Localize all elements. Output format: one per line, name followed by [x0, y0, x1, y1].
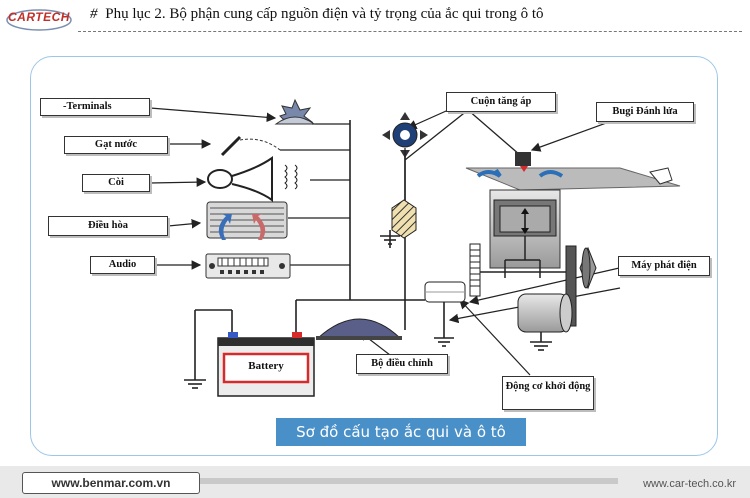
page-title: # Phụ lục 2. Bộ phận cung cấp nguồn điện…	[90, 6, 544, 23]
wiper-icon	[220, 135, 281, 157]
cartech-logo: CARTECH	[6, 6, 72, 32]
label-spark-plug: Bugi Đánh lửa	[596, 102, 694, 122]
battery-icon	[217, 332, 315, 397]
header-divider	[78, 31, 742, 32]
label-alternator: Máy phát điện	[618, 256, 710, 276]
aircon-icon	[206, 201, 288, 240]
alternator-icon	[517, 293, 573, 333]
audio-icon	[205, 253, 291, 279]
horn-icon	[207, 156, 298, 202]
distributor-icon	[382, 112, 428, 158]
page-title-text: Phụ lục 2. Bộ phận cung cấp nguồn điện v…	[105, 6, 544, 22]
label-aircon: Điều hòa	[48, 216, 168, 236]
terminals-icon	[274, 98, 316, 125]
hash-mark: #	[90, 6, 98, 22]
ignition-coil-icon	[391, 199, 417, 239]
ground-symbols	[184, 235, 552, 389]
footer-link-benmar[interactable]: www.benmar.com.vn	[22, 472, 200, 494]
pulley-icon	[565, 245, 597, 327]
label-regulator: Bộ điều chỉnh	[356, 354, 448, 374]
starter-motor-icon	[424, 281, 466, 303]
logo-text: CARTECH	[8, 10, 70, 24]
label-horn: Còi	[82, 174, 150, 192]
logo-swoosh-icon	[6, 9, 72, 31]
label-ignition-coil: Cuộn tăng áp	[446, 92, 556, 112]
label-audio: Audio	[90, 256, 155, 274]
label-terminals: -Terminals	[40, 98, 150, 116]
diagram-caption: Sơ đồ cấu tạo ắc qui và ô tô	[276, 418, 526, 446]
footer-stripe	[198, 478, 618, 484]
component-wires	[280, 123, 350, 266]
flywheel-icon	[469, 243, 481, 297]
label-battery: Battery	[248, 360, 284, 372]
crankshaft-icon	[475, 236, 575, 278]
label-starter: Động cơ khởi động	[502, 376, 594, 410]
label-wiper: Gạt nước	[64, 136, 168, 154]
footer-link-cartech[interactable]: www.car-tech.co.kr	[643, 478, 736, 490]
regulator-icon	[316, 318, 402, 340]
